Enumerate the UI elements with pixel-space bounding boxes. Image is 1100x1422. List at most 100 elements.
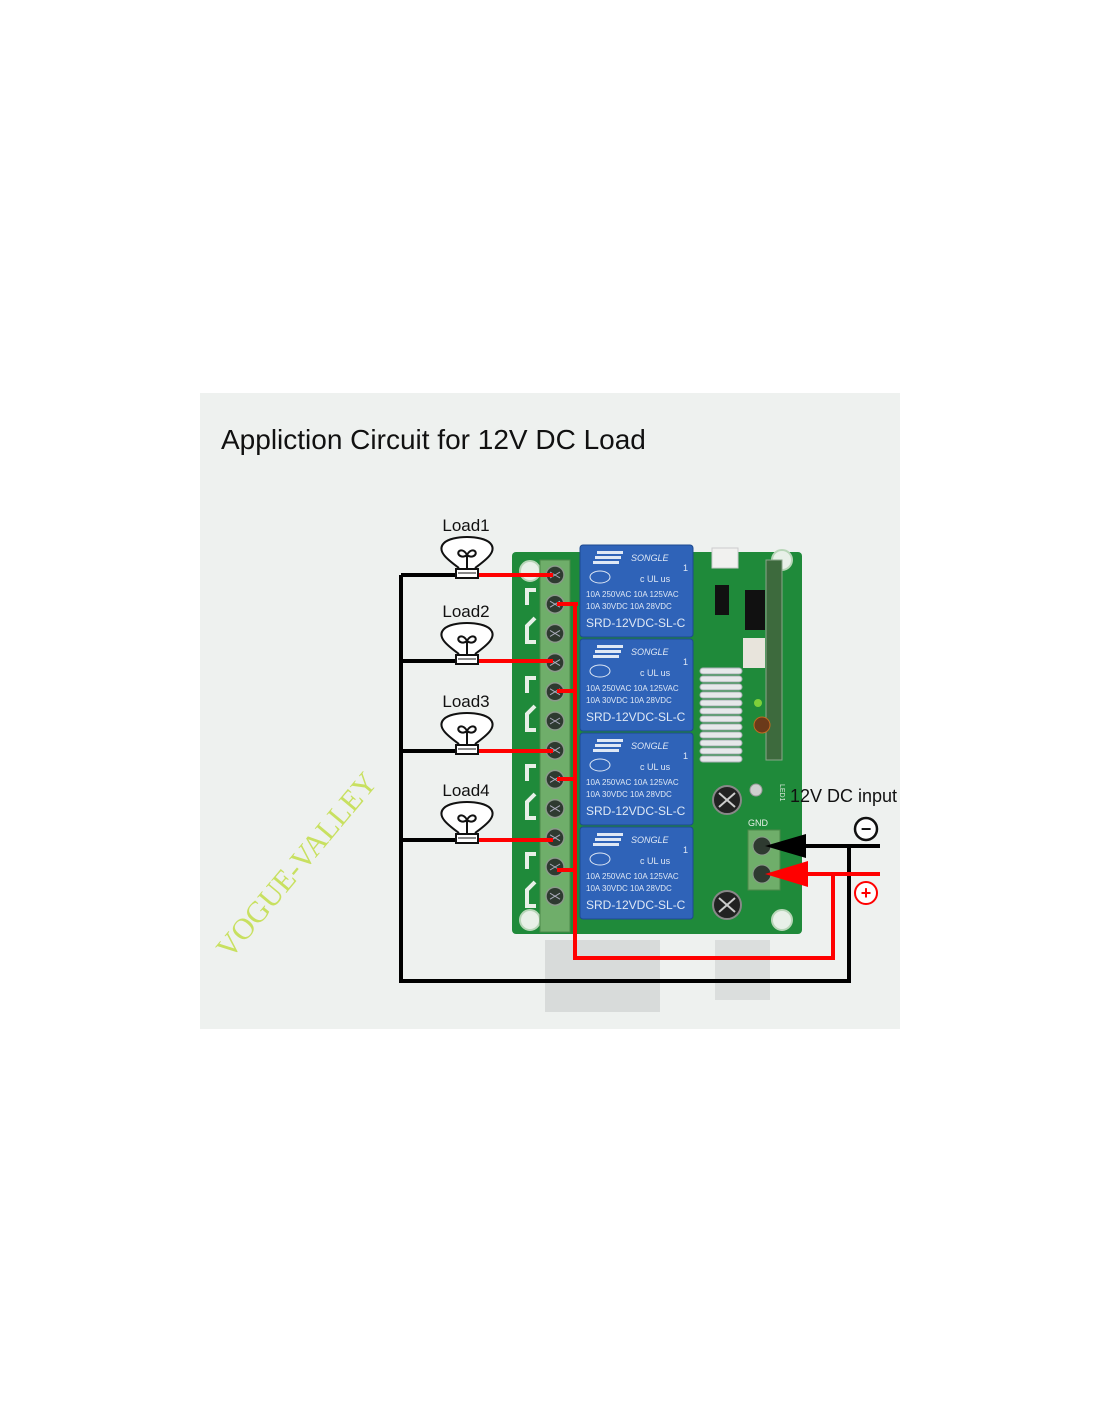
led-label: LED1 [778, 784, 785, 802]
songle-logo [595, 556, 621, 559]
relay-cert: c UL us [640, 762, 671, 772]
relay-model: SRD-12VDC-SL-C [586, 804, 686, 818]
nc-marker [525, 792, 537, 820]
coil-turn [699, 715, 743, 723]
no-marker [525, 588, 536, 605]
inductor [753, 716, 771, 734]
songle-logo [597, 833, 623, 836]
board-shadow [545, 940, 770, 1012]
cqc-icon [589, 570, 611, 584]
filament-icon [457, 635, 477, 654]
relay-rating-ac: 10A 250VAC 10A 125VAC [586, 778, 679, 787]
relay-cert: c UL us [640, 856, 671, 866]
relay-rating-ac: 10A 250VAC 10A 125VAC [586, 872, 679, 881]
antenna-coil [699, 667, 743, 763]
positive-terminal-symbol: + [854, 881, 878, 905]
minus-symbol: − [861, 819, 872, 839]
positive-arrow [765, 861, 808, 887]
relay-brand: SONGLE [631, 835, 670, 845]
pin-header [745, 590, 765, 630]
relays: SONGLE c UL us 1 10A 250VAC 10A 125VAC 10A 3… [579, 544, 694, 920]
filament-icon [457, 549, 477, 568]
filament-icon [457, 814, 477, 833]
receiver-module [765, 559, 783, 761]
songle-logo [593, 749, 619, 752]
coil-turn [699, 723, 743, 731]
relay-rating-dc: 10A 30VDC 10A 28VDC [586, 602, 672, 611]
filament-icon [457, 725, 477, 744]
relay-brand: SONGLE [631, 647, 670, 657]
songle-logo [593, 655, 619, 658]
coil-turn [699, 699, 743, 707]
coil-turn [699, 739, 743, 747]
songle-logo [597, 739, 623, 742]
led1 [749, 783, 763, 797]
songle-logo [595, 744, 621, 747]
relay-model: SRD-12VDC-SL-C [586, 710, 686, 724]
bulb-icon [440, 622, 494, 655]
nc-marker [525, 880, 537, 908]
minus-circle-icon [853, 816, 879, 842]
songle-logo [597, 645, 623, 648]
coil-turn [699, 707, 743, 715]
load-label: Load4 [442, 781, 489, 800]
load-1: Load1 [440, 516, 494, 579]
songle-logo [593, 843, 619, 846]
relay-cert-num: 1 [683, 845, 688, 855]
load-label: Load3 [442, 692, 489, 711]
relay-3: SONGLE c UL us 1 10A 250VAC 10A 125VAC 10A 3… [579, 732, 694, 826]
positive-wiring [478, 573, 880, 960]
relay-model: SRD-12VDC-SL-C [586, 616, 686, 630]
songle-logo [597, 551, 623, 554]
pushbutton [711, 547, 739, 569]
relay-cert: c UL us [640, 668, 671, 678]
coil-turn [699, 667, 743, 675]
load-label: Load2 [442, 602, 489, 621]
bulb-icon [440, 536, 494, 569]
load-3: Load3 [440, 692, 494, 755]
silkscreen-markers [525, 588, 537, 908]
green-led [754, 699, 762, 707]
red-common-wire [557, 602, 835, 960]
no-marker [525, 764, 536, 781]
relay-cert-num: 1 [683, 563, 688, 573]
relay-brand: SONGLE [631, 741, 670, 751]
relay-board: SONGLE c UL us 1 10A 250VAC 10A 125VAC 10A 3… [512, 544, 802, 934]
mount-hole [519, 909, 541, 931]
songle-logo [593, 561, 619, 564]
negative-terminal-symbol: − [853, 816, 879, 842]
load-label: Load1 [442, 516, 489, 535]
gnd-label: GND [748, 818, 769, 828]
connector [743, 638, 765, 668]
relay-brand: SONGLE [631, 553, 670, 563]
negative-arrow [765, 834, 806, 858]
relay-model: SRD-12VDC-SL-C [586, 898, 686, 912]
cqc-icon [589, 758, 611, 772]
mount-hole [519, 560, 541, 582]
coil-turn [699, 675, 743, 683]
relay-rating-dc: 10A 30VDC 10A 28VDC [586, 790, 672, 799]
coil-turn [699, 755, 743, 763]
mount-hole [771, 909, 793, 931]
cqc-icon [589, 852, 611, 866]
relay-cert-num: 1 [683, 657, 688, 667]
coil-turn [699, 747, 743, 755]
cqc-icon [589, 664, 611, 678]
coil-turn [699, 691, 743, 699]
diagram-title: Appliction Circuit for 12V DC Load [221, 424, 646, 455]
watermark: VOGUE-VALLEY [210, 766, 384, 964]
coil-turn [699, 683, 743, 691]
songle-logo [595, 650, 621, 653]
relay-cert-num: 1 [683, 751, 688, 761]
power-input-label: 12V DC input [790, 786, 897, 806]
plus-circle-icon [854, 881, 878, 905]
no-marker [525, 852, 536, 869]
jumper-header [715, 585, 729, 615]
bulb-icon [440, 801, 494, 834]
nc-marker [525, 704, 537, 732]
